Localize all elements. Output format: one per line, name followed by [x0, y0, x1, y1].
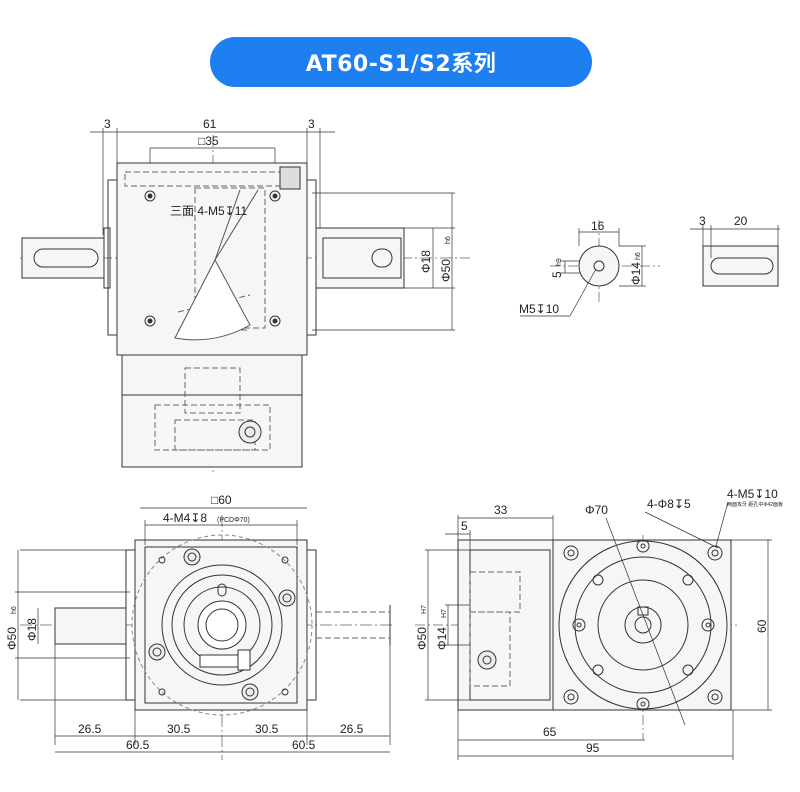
front-dim-body-tol: h6: [11, 606, 18, 614]
top-dim-left: 3: [104, 117, 111, 131]
front-dim-b2: 30.5: [255, 722, 279, 736]
side-dim-hole-tol: H7: [441, 609, 448, 618]
front-hole-note: 4-M4↧8: [163, 511, 207, 525]
top-dim-body: Φ50: [439, 259, 453, 282]
end-dim-60: 60: [755, 619, 769, 633]
key-detail: [690, 225, 780, 287]
side-view: [415, 515, 733, 760]
side-dim-bore-tol: H7: [421, 605, 428, 614]
top-dim-body-tol: h6: [445, 236, 452, 244]
shaft-dim-dia: Φ14: [629, 262, 643, 285]
front-dim-t0: 60.5: [126, 738, 150, 752]
shaft-thread: M5↧10: [519, 302, 559, 316]
side-dim-bore: Φ50: [415, 627, 429, 650]
end-dim-pcd: Φ70: [585, 503, 608, 517]
side-dim-95: 95: [586, 741, 600, 755]
shaft-dim-width: 16: [591, 219, 605, 233]
series-title: AT60-S1/S2系列: [305, 52, 497, 77]
front-dim-square: □60: [211, 493, 232, 507]
side-dim-hole: Φ14: [435, 627, 449, 650]
front-dim-shaft: Φ18: [25, 618, 39, 641]
top-dim-shaft: Φ18: [419, 250, 433, 273]
front-dim-b0: 26.5: [78, 722, 102, 736]
front-dim-b1: 30.5: [167, 722, 191, 736]
shaft-end-detail: [520, 220, 660, 317]
shaft-dim-key-tol: h9: [556, 258, 563, 266]
top-dim-square: □35: [198, 134, 219, 148]
key-dim-length: 20: [734, 214, 748, 228]
side-dim-65: 65: [543, 725, 557, 739]
side-dim-5: 5: [461, 519, 468, 533]
top-dim-right: 3: [308, 117, 315, 131]
top-hole-note: 三面 4-M5↧11: [170, 204, 248, 218]
top-dim-width: 61: [203, 117, 217, 131]
front-pcd-note: (PCDΦ70): [217, 517, 250, 524]
front-view: [15, 507, 395, 760]
end-thread-sub: 两面攻牙 距孔中Φ42面板: [727, 501, 783, 508]
end-thread-note: 4-M5↧10: [727, 487, 778, 501]
side-dim-33: 33: [494, 503, 508, 517]
front-dim-b3: 26.5: [340, 722, 364, 736]
series-title-banner: AT60-S1/S2系列: [210, 37, 592, 87]
key-dim-offset: 3: [699, 214, 706, 228]
end-holes-note: 4-Φ8↧5: [647, 497, 691, 511]
shaft-dim-key: 5: [550, 271, 564, 278]
front-dim-body: Φ50: [5, 627, 19, 650]
top-view: [20, 128, 470, 475]
end-view: [552, 501, 772, 760]
front-dim-t1: 60.5: [292, 738, 316, 752]
shaft-dim-dia-tol: h6: [635, 252, 642, 260]
